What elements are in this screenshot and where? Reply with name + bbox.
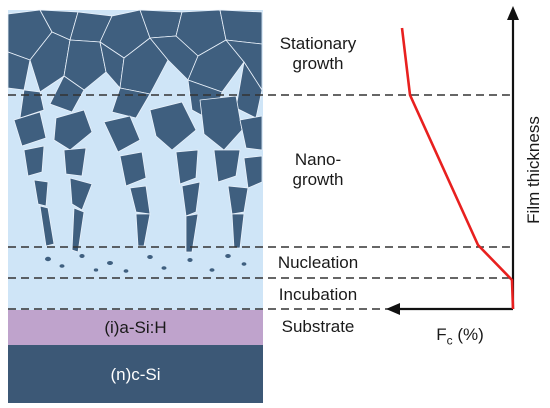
- x-axis-arrowhead: [386, 303, 400, 315]
- amorphous-layer: [8, 310, 263, 345]
- x-axis-label: Fc (%): [420, 325, 500, 350]
- stage-label-nano-line1: Nano-: [294, 150, 342, 169]
- crystal-cluster: [7, 9, 263, 253]
- x-axis-label-main: F: [436, 325, 447, 344]
- x-axis-label-sub: c: [446, 333, 453, 348]
- y-axis-label: Film thickness: [524, 116, 543, 224]
- stage-label-nucleation: Nucleation: [277, 253, 359, 272]
- nucleation-dots: [45, 254, 247, 273]
- crystalline-substrate-layer: [8, 345, 263, 403]
- stage-label-nano: Nano- growth: [280, 150, 356, 190]
- fc-curve: [400, 27, 515, 310]
- y-axis-arrowhead: [507, 6, 519, 20]
- stage-label-stationary-line2: growth: [292, 54, 344, 73]
- axes: [386, 6, 519, 315]
- stage-label-stationary-line1: Stationary: [279, 34, 357, 53]
- stage-label-substrate: Substrate: [281, 317, 355, 336]
- x-axis-label-unit: (%): [452, 325, 484, 344]
- stage-label-stationary: Stationary growth: [266, 34, 370, 74]
- stage-label-nano-line2: growth: [292, 170, 344, 189]
- layer-label-crystalline: (n)c-Si: [110, 365, 161, 384]
- stage-label-incubation: Incubation: [278, 285, 358, 304]
- layer-label-amorphous: (i)a-Si:H: [104, 318, 167, 337]
